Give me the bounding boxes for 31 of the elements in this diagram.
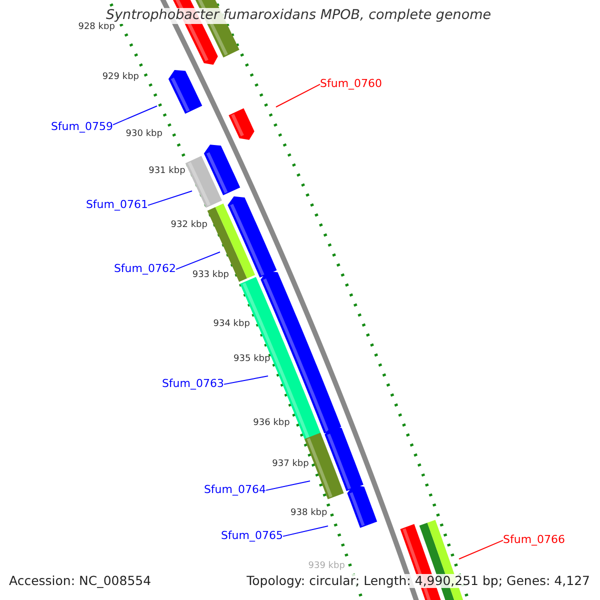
leader-line bbox=[276, 84, 320, 108]
gene-label: Sfum_0760 bbox=[320, 78, 382, 91]
leader-line bbox=[112, 106, 158, 126]
leader-line bbox=[176, 252, 220, 270]
scale-label: 933 kbp bbox=[192, 270, 230, 280]
genome-info-text: Topology: circular; Length: 4,990,251 bp; Genes: 4,127 bbox=[244, 574, 592, 588]
title: Syntrophobacter fumaroxidans MPOB, complete genome bbox=[104, 8, 494, 24]
gene-label: Sfum_0759 bbox=[50, 121, 113, 134]
scale-label: 930 kbp bbox=[126, 129, 162, 140]
scale-label: 928 kbp bbox=[78, 22, 115, 32]
scale-label: 929 kbp bbox=[102, 72, 140, 82]
scale-label: 936 kbp bbox=[253, 418, 290, 428]
gene-label: Sfum_0765 bbox=[220, 530, 283, 543]
gene-label: Sfum_0766 bbox=[503, 534, 566, 547]
leader-line bbox=[148, 190, 192, 206]
leader-line bbox=[266, 480, 310, 491]
gene-label: Sfum_0764 bbox=[204, 484, 266, 497]
scale-label: 937 kbp bbox=[272, 458, 309, 469]
accession-text: Accession: NC_008554 bbox=[7, 574, 154, 588]
leader-line bbox=[224, 376, 268, 385]
leader-line bbox=[458, 540, 504, 560]
scale-label: 932 kbp bbox=[170, 220, 208, 230]
scale-label: 934 kbp bbox=[213, 319, 250, 330]
scale-label: 938 kbp bbox=[290, 508, 328, 518]
scale-label: 935 kbp bbox=[234, 354, 270, 364]
gene-label: Sfum_0762 bbox=[114, 263, 176, 276]
gene-label: Sfum_0761 bbox=[86, 199, 148, 212]
scale-label: 939 kbp bbox=[308, 560, 345, 571]
gene-label: Sfum_0763 bbox=[162, 378, 224, 391]
scale-label: 931 kbp bbox=[148, 166, 186, 176]
leader-line bbox=[282, 526, 328, 537]
